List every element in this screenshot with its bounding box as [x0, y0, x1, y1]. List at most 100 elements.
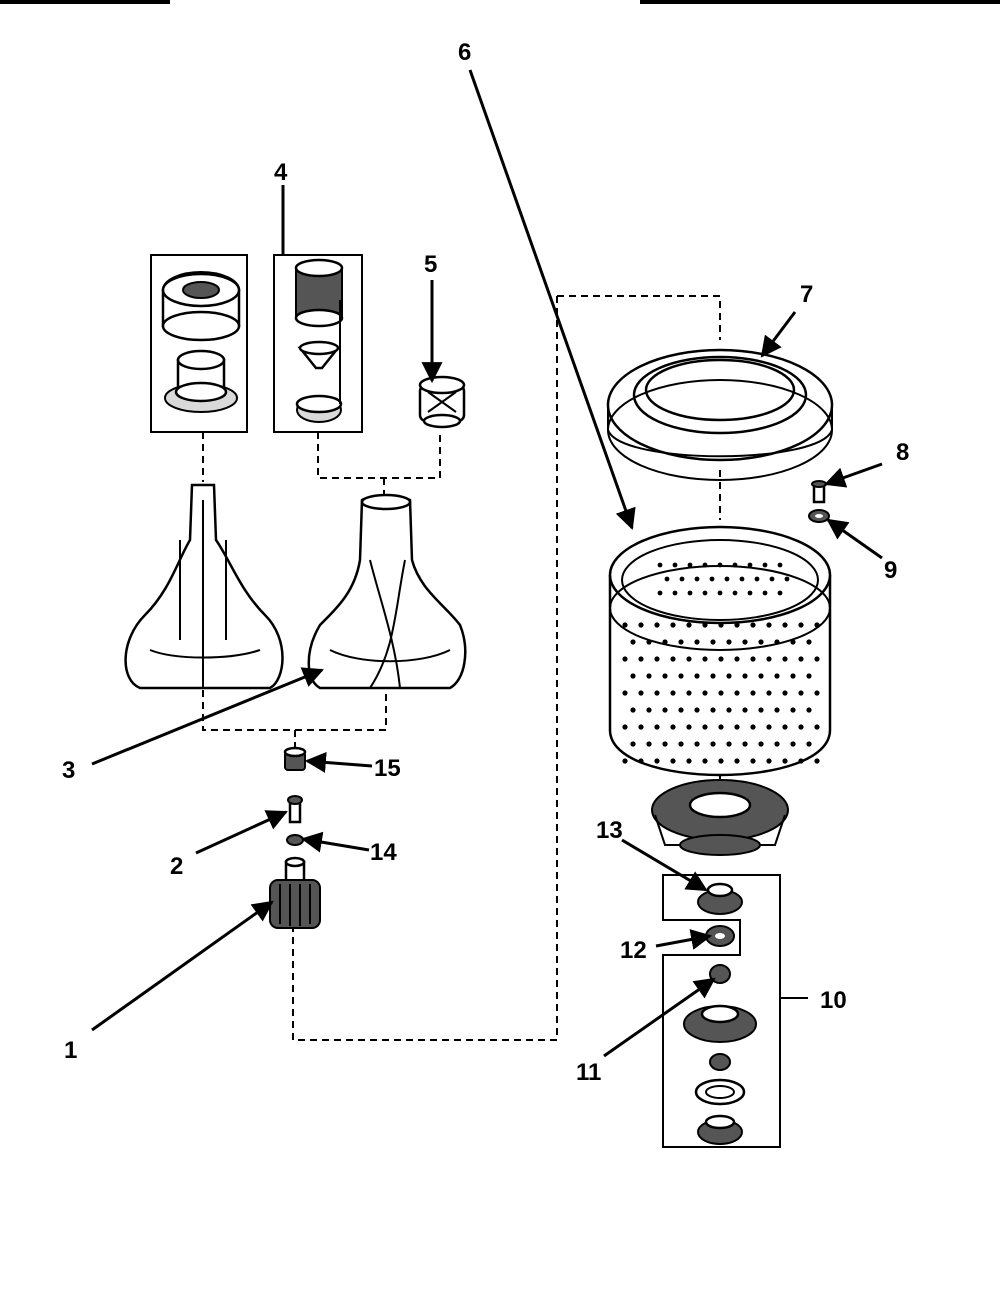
perforation-hole: [654, 758, 660, 764]
callout-12: 12: [620, 937, 647, 964]
perforation-hole: [670, 690, 676, 696]
perforation-hole: [664, 576, 670, 582]
perforation-hole: [784, 576, 790, 582]
perforation-hole: [678, 707, 684, 713]
perforation-hole: [672, 590, 678, 596]
perforation-hole: [638, 690, 644, 696]
perforation-hole: [662, 673, 668, 679]
perforation-hole: [754, 576, 760, 582]
callout-10: 10: [820, 987, 847, 1014]
perforation-hole: [678, 639, 684, 645]
perforation-hole: [806, 673, 812, 679]
perforation-hole: [718, 656, 724, 662]
perforation-hole: [662, 639, 668, 645]
callout-labels: 1 2 3 4 5 6 7 8 9 10 11 12 13 14 15: [62, 39, 909, 1086]
perforation-hole: [717, 562, 723, 568]
perforation-hole: [630, 707, 636, 713]
perforation-hole: [662, 741, 668, 747]
perforation-hole: [686, 690, 692, 696]
perforation-hole: [750, 690, 756, 696]
perforation-hole: [798, 690, 804, 696]
perforation-hole: [702, 562, 708, 568]
perforation-hole: [657, 562, 663, 568]
seal-kit-parts: [683, 1004, 757, 1145]
perforation-hole: [734, 622, 740, 628]
perforation-hole: [694, 707, 700, 713]
perforation-hole: [798, 724, 804, 730]
perforation-hole: [654, 656, 660, 662]
perforation-hole: [646, 741, 652, 747]
callout-4: 4: [274, 159, 288, 186]
perforation-hole: [774, 741, 780, 747]
perforation-hole: [790, 673, 796, 679]
perforation-hole: [694, 639, 700, 645]
callout-7: 7: [800, 281, 813, 308]
callout-13: 13: [596, 817, 623, 844]
perforation-hole: [622, 656, 628, 662]
perforation-hole: [686, 622, 692, 628]
perforation-hole: [734, 656, 740, 662]
perforation-hole: [662, 707, 668, 713]
perforation-hole: [726, 673, 732, 679]
perforation-hole: [790, 741, 796, 747]
perforation-hole: [630, 741, 636, 747]
perforation-hole: [638, 656, 644, 662]
perforation-hole: [686, 656, 692, 662]
part-6-basket: [608, 525, 832, 777]
perforation-hole: [702, 758, 708, 764]
perforation-hole: [710, 707, 716, 713]
basket-hub: [651, 779, 789, 856]
perforation-hole: [777, 590, 783, 596]
perforation-hole: [739, 576, 745, 582]
perforation-hole: [702, 724, 708, 730]
perforation-hole: [654, 622, 660, 628]
perforation-hole: [646, 673, 652, 679]
perforation-hole: [814, 656, 820, 662]
perforation-hole: [718, 724, 724, 730]
perforation-hole: [766, 656, 772, 662]
perforation-hole: [646, 707, 652, 713]
perforation-hole: [718, 758, 724, 764]
callout-1: 1: [64, 1037, 77, 1064]
callout-6: 6: [458, 39, 471, 66]
part-12-nut: [705, 925, 735, 947]
perforation-hole: [782, 690, 788, 696]
perforation-hole: [747, 562, 753, 568]
perforation-hole: [762, 590, 768, 596]
perforation-hole: [694, 673, 700, 679]
perforation-hole: [750, 622, 756, 628]
perforation-hole: [654, 724, 660, 730]
perforation-hole: [670, 724, 676, 730]
perforation-hole: [758, 673, 764, 679]
part-2-bolt: [287, 795, 303, 824]
part-9-washer: [808, 509, 830, 523]
perforation-hole: [622, 724, 628, 730]
perforation-hole: [726, 707, 732, 713]
perforation-hole: [742, 673, 748, 679]
perforation-hole: [702, 590, 708, 596]
perforation-hole: [806, 639, 812, 645]
perforation-hole: [710, 673, 716, 679]
callout-3: 3: [62, 757, 75, 784]
callout-14: 14: [370, 839, 397, 866]
basket-perforations: [622, 562, 820, 764]
perforation-hole: [670, 622, 676, 628]
agitator-left: [124, 483, 284, 690]
part-5-cap: [418, 375, 466, 429]
callout-9: 9: [884, 557, 897, 584]
perforation-hole: [814, 758, 820, 764]
scan-edge-marks: [0, 0, 1000, 4]
callout-8: 8: [896, 439, 909, 466]
perforation-hole: [622, 758, 628, 764]
part-15-nut: [283, 746, 307, 771]
part-10-kit-box: [662, 874, 808, 1148]
perforation-hole: [782, 656, 788, 662]
perforation-hole: [798, 758, 804, 764]
perforation-hole: [702, 690, 708, 696]
perforation-hole: [782, 724, 788, 730]
perforation-hole: [732, 590, 738, 596]
perforation-hole: [758, 639, 764, 645]
perforation-hole: [814, 724, 820, 730]
callout-2: 2: [170, 853, 183, 880]
